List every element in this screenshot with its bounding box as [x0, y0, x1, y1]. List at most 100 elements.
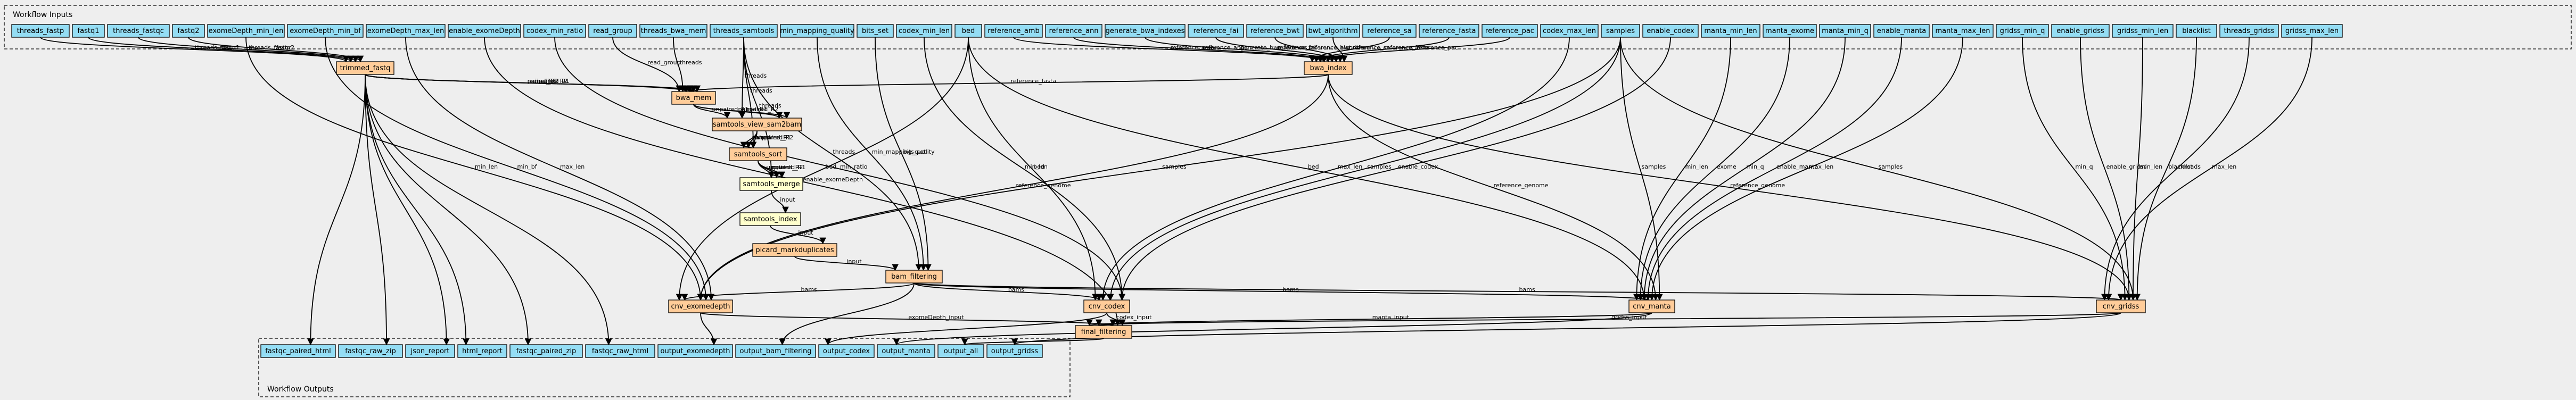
node-box-enable-manta: [1873, 24, 1930, 38]
node-fastqc-paired-zip[interactable]: fastqc_paired_zip: [509, 344, 583, 358]
node-manta-min-q[interactable]: manta_min_q: [1819, 24, 1871, 38]
node-enable-gridss[interactable]: enable_gridss: [2051, 24, 2110, 38]
node-label-trimmed-fastq: trimmed_fastq: [340, 64, 391, 72]
node-threads-gridss[interactable]: threads_gridss: [2219, 24, 2279, 38]
edge-label: max_len: [1809, 163, 1833, 170]
node-enable-exomedepth[interactable]: enable_exomeDepth: [448, 24, 521, 38]
edge-label: bits_set: [903, 148, 926, 155]
node-reference-ann[interactable]: reference_ann: [1045, 24, 1102, 38]
node-label-samtools-sort: samtools_sort: [734, 151, 782, 159]
node-enable-codex[interactable]: enable_codex: [1642, 24, 1699, 38]
edge-gridss-max-len-to-cnv-gridss: [2105, 37, 2312, 301]
node-manta-exome[interactable]: manta_exome: [1763, 24, 1817, 38]
node-trimmed-fastq[interactable]: trimmed_fastq: [336, 61, 394, 75]
node-samtools-sort[interactable]: samtools_sort: [729, 147, 787, 161]
node-output-codex[interactable]: output_codex: [818, 344, 875, 358]
edge-enable-gridss-to-cnv-gridss: [2080, 37, 2133, 301]
node-threads-samtools[interactable]: threads_samtools: [710, 24, 778, 38]
node-json-report[interactable]: json_report: [405, 344, 455, 358]
node-blacklist[interactable]: blacklist: [2176, 24, 2217, 38]
node-threads-bwa-mem[interactable]: threads_bwa_mem: [639, 24, 707, 38]
edge-label: bams: [1519, 286, 1535, 293]
node-html-report[interactable]: html_report: [457, 344, 507, 358]
node-box-codex-max-len: [1540, 24, 1599, 38]
node-reference-bwt[interactable]: reference_bwt: [1246, 24, 1304, 38]
node-label-exomedepth-min-bf: exomeDepth_min_bf: [290, 27, 361, 35]
node-final-filtering[interactable]: final_filtering: [1075, 325, 1132, 339]
node-bits-set[interactable]: bits_set: [857, 24, 894, 38]
node-generate-bwa-indexes[interactable]: generate_bwa_indexes: [1105, 24, 1186, 38]
node-output-gridss[interactable]: output_gridss: [986, 344, 1043, 358]
node-output-exomedepth[interactable]: output_exomedepth: [657, 344, 733, 358]
node-samples[interactable]: samples: [1601, 24, 1640, 38]
node-cnv-exomedepth[interactable]: cnv_exomedepth: [668, 299, 733, 313]
node-output-manta[interactable]: output_manta: [877, 344, 935, 358]
node-fastq1[interactable]: fastq1: [72, 24, 105, 38]
node-label-bits-set: bits_set: [862, 27, 888, 35]
node-bwa-index[interactable]: bwa_index: [1304, 61, 1353, 75]
node-box-reference-pac: [1482, 24, 1538, 38]
node-threads-fastp[interactable]: threads_fastp: [11, 24, 70, 38]
node-samtools-merge[interactable]: samtools_merge: [739, 177, 803, 191]
node-reference-fasta[interactable]: reference_fasta: [1419, 24, 1479, 38]
node-samtools-view-sam2bam[interactable]: samtools_view_sam2bam: [712, 118, 802, 131]
node-reference-amb[interactable]: reference_amb: [984, 24, 1043, 38]
node-box-output-manta: [877, 344, 935, 358]
node-bwt-algorithm[interactable]: bwt_algorithm: [1306, 24, 1360, 38]
node-label-enable-gridss: enable_gridss: [2056, 27, 2104, 35]
node-bed[interactable]: bed: [954, 24, 982, 38]
edge-label: samples: [1879, 163, 1903, 170]
node-fastqc-raw-zip[interactable]: fastqc_raw_zip: [338, 344, 403, 358]
edge-cnv-gridss-to-output-gridss: [1011, 312, 2121, 346]
node-gridss-max-len[interactable]: gridss_max_len: [2281, 24, 2343, 38]
node-box-samtools-view-sam2bam: [712, 118, 802, 131]
node-label-output-manta: output_manta: [882, 347, 930, 355]
node-box-threads-gridss: [2219, 24, 2279, 38]
node-read-group[interactable]: read_group: [588, 24, 637, 38]
node-exomedepth-min-bf[interactable]: exomeDepth_min_bf: [287, 24, 364, 38]
node-label-json-report: json_report: [410, 347, 450, 355]
node-gridss-min-q[interactable]: gridss_min_q: [1996, 24, 2049, 38]
node-picard-markduplicates[interactable]: picard_markduplicates: [752, 243, 837, 257]
edge-bed-to-cnv-exomedepth: [676, 37, 969, 301]
node-box-picard-markduplicates: [752, 243, 837, 257]
node-bam-filtering[interactable]: bam_filtering: [885, 270, 943, 284]
node-codex-min-len[interactable]: codex_min_len: [896, 24, 952, 38]
node-exomedepth-min-len[interactable]: exomeDepth_min_len: [207, 24, 285, 38]
node-cnv-manta[interactable]: cnv_manta: [1628, 299, 1675, 313]
edge-manta-min-q-to-cnv-manta: [1641, 37, 1846, 301]
node-manta-min-len[interactable]: manta_min_len: [1701, 24, 1760, 38]
edge-label: bams: [801, 286, 817, 293]
node-codex-max-len[interactable]: codex_max_len: [1540, 24, 1599, 38]
edge-codex-min-len-to-cnv-codex: [924, 37, 1125, 301]
node-cnv-codex[interactable]: cnv_codex: [1083, 299, 1130, 313]
node-fastqc-raw-html[interactable]: fastqc_raw_html: [585, 344, 655, 358]
node-samtools-index[interactable]: samtools_index: [739, 212, 801, 226]
node-fastq2[interactable]: fastq2: [172, 24, 205, 38]
node-gridss-min-len[interactable]: gridss_min_len: [2112, 24, 2174, 38]
edge-trimmed-fastq-to-bwa-mem: [365, 74, 701, 93]
node-enable-manta[interactable]: enable_manta: [1873, 24, 1930, 38]
node-box-output-gridss: [986, 344, 1043, 358]
node-box-reference-sa: [1362, 24, 1417, 38]
node-reference-pac[interactable]: reference_pac: [1482, 24, 1538, 38]
edge-manta-min-len-to-cnv-manta: [1633, 37, 1731, 301]
edge-bam-filtering-to-output-bam-filtering: [779, 282, 915, 346]
node-box-fastqc-paired-zip: [509, 344, 583, 358]
node-manta-max-len[interactable]: manta_max_len: [1932, 24, 1994, 38]
node-threads-fastqc[interactable]: threads_fastqc: [107, 24, 170, 38]
node-cnv-gridss[interactable]: cnv_gridss: [2096, 299, 2146, 313]
node-bwa-mem[interactable]: bwa_mem: [671, 91, 716, 105]
node-reference-fai[interactable]: reference_fai: [1188, 24, 1244, 38]
node-label-bwa-mem: bwa_mem: [676, 94, 712, 102]
node-reference-sa[interactable]: reference_sa: [1362, 24, 1417, 38]
node-fastqc-paired-html[interactable]: fastqc_paired_html: [260, 344, 336, 358]
node-label-bed: bed: [962, 27, 975, 35]
node-output-bam-filtering[interactable]: output_bam_filtering: [735, 344, 816, 358]
node-codex-min-ratio[interactable]: codex_min_ratio: [523, 24, 586, 38]
node-min-mapping-quality[interactable]: min_mapping_quality: [780, 24, 854, 38]
node-label-bwa-index: bwa_index: [1310, 64, 1347, 72]
node-exomedepth-max-len[interactable]: exomeDepth_max_len: [366, 24, 446, 38]
node-output-all[interactable]: output_all: [937, 344, 984, 358]
